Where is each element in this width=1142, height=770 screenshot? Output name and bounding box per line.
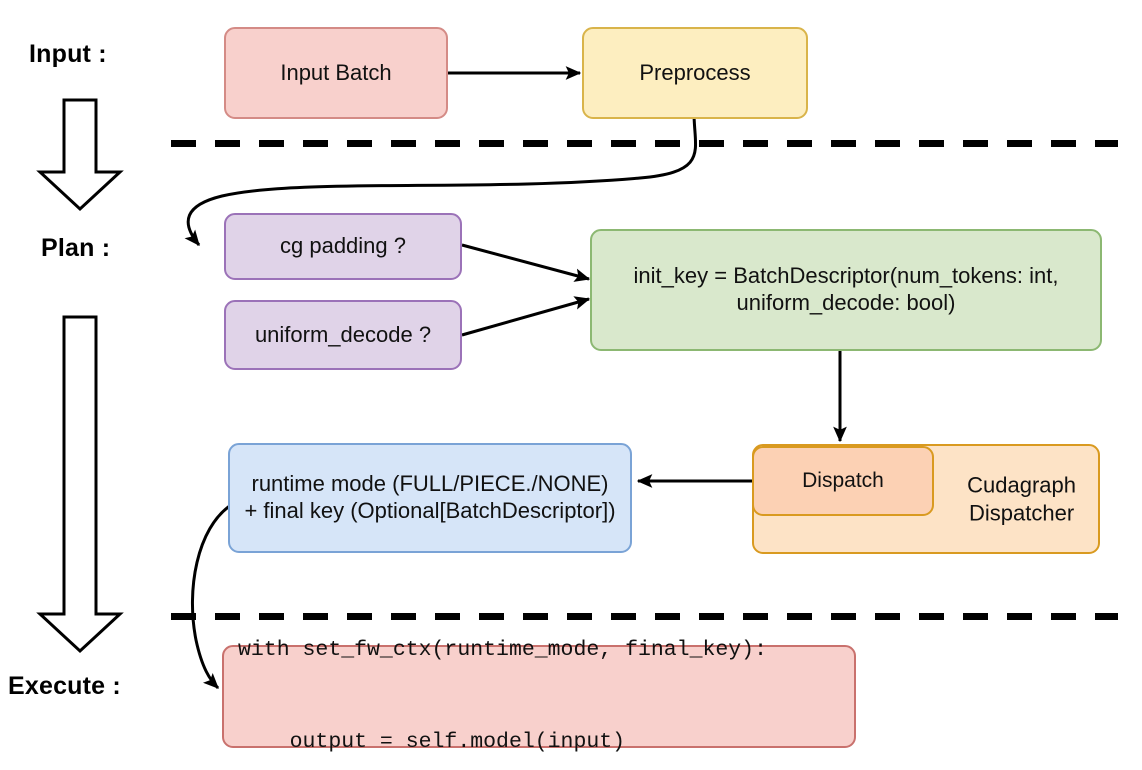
- node-cudagraph-dispatcher-line2: Dispatcher: [968, 500, 1075, 525]
- plan-to-execute-block-arrow: [36, 315, 124, 654]
- stage-label-execute: Execute :: [8, 672, 121, 700]
- arrow-uniform-decode-to-init-key: [461, 296, 591, 337]
- node-uniform-decode[interactable]: uniform_decode ?: [224, 300, 462, 370]
- arrow-cg-padding-to-init-key: [461, 243, 591, 282]
- node-exec-code[interactable]: with set_fw_ctx(runtime_mode, final_key)…: [222, 638, 856, 754]
- stage-label-input: Input :: [29, 40, 107, 68]
- node-init-key[interactable]: init_key = BatchDescriptor(num_tokens: i…: [590, 229, 1102, 351]
- node-dispatch[interactable]: Dispatch: [752, 446, 934, 516]
- node-exec-code-line2: output = self.model(input): [238, 730, 626, 755]
- node-init-key-line2: uniform_decode: bool): [736, 290, 956, 315]
- node-input-batch[interactable]: Input Batch: [224, 27, 448, 119]
- node-exec-code-line1: with set_fw_ctx(runtime_mode, final_key)…: [238, 638, 767, 663]
- node-runtime-mode[interactable]: runtime mode (FULL/PIECE./NONE) + final …: [228, 443, 632, 553]
- node-init-key-line1: init_key = BatchDescriptor(num_tokens: i…: [633, 263, 1059, 289]
- node-runtime-mode-line2: + final key (Optional[BatchDescriptor]): [244, 498, 616, 523]
- stage-label-plan: Plan :: [41, 234, 111, 262]
- input-to-plan-block-arrow: [36, 98, 124, 212]
- node-cudagraph-dispatcher-line1: Cudagraph: [967, 472, 1076, 498]
- node-preprocess[interactable]: Preprocess: [582, 27, 808, 119]
- node-cg-padding[interactable]: cg padding ?: [224, 213, 462, 280]
- node-runtime-mode-line1: runtime mode (FULL/PIECE./NONE): [251, 471, 609, 497]
